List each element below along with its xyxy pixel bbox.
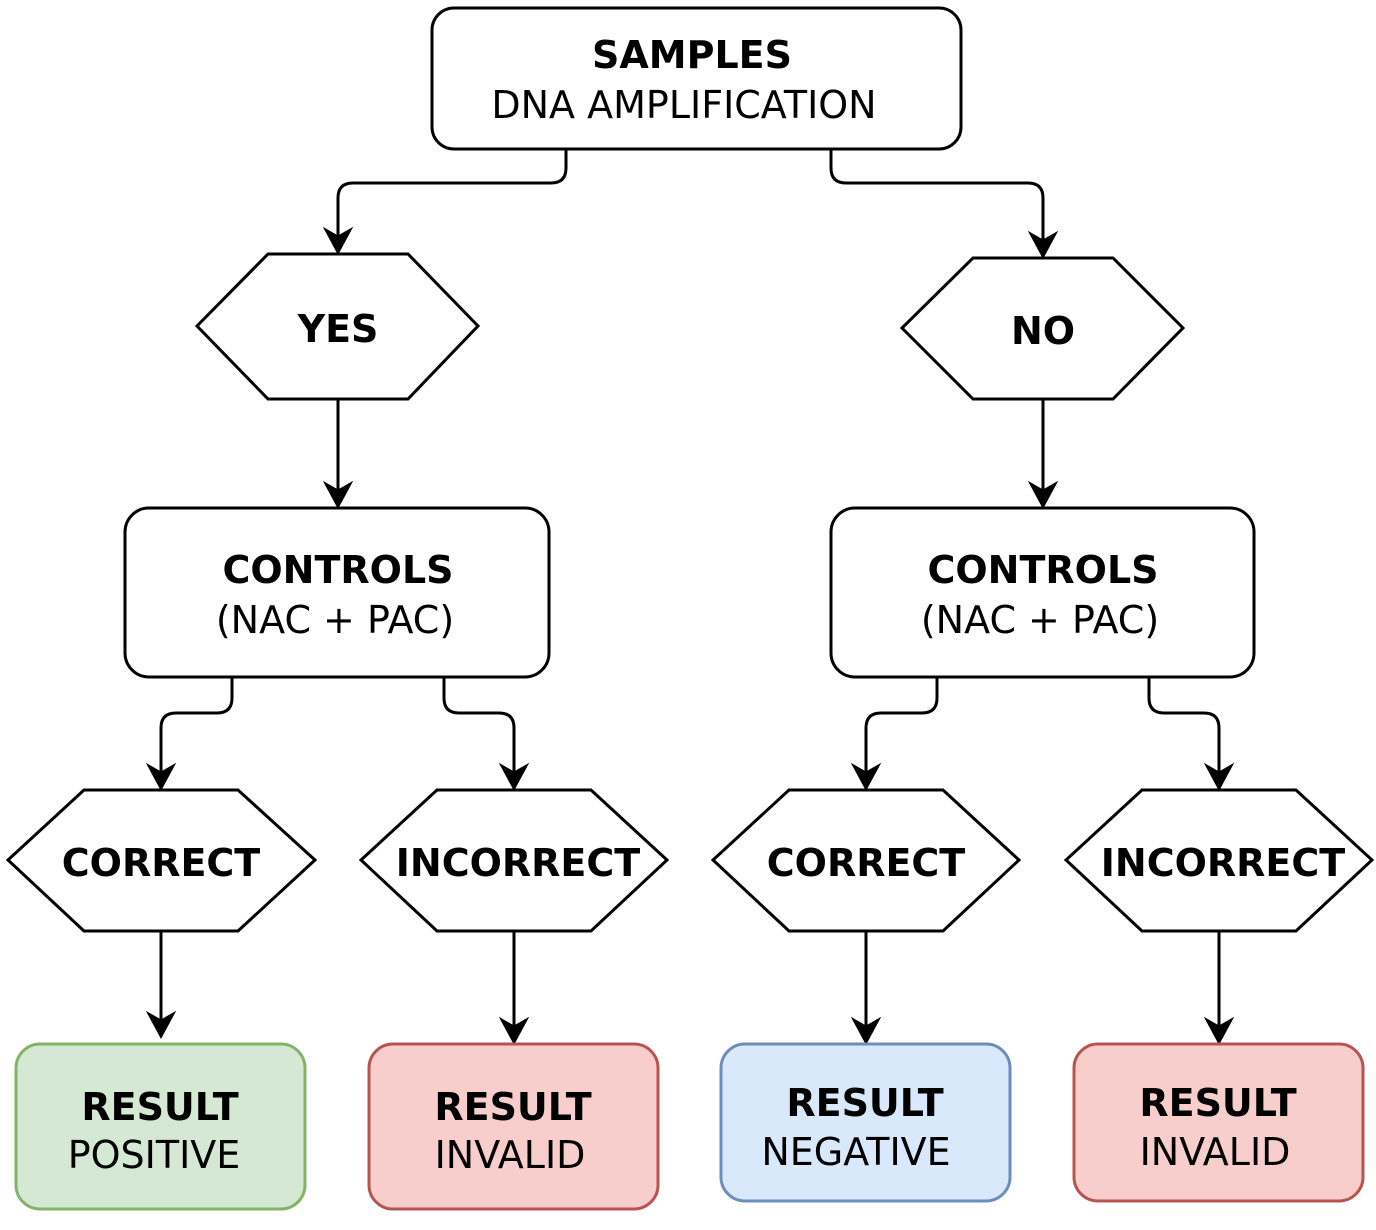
result-negative-title: RESULT [786,1081,943,1125]
arrowhead-correct-left [145,762,177,792]
incorrect-left-label: INCORRECT [396,841,641,885]
controls-left-title: CONTROLS [222,548,453,592]
arrowhead-result-invalid-right [1203,1016,1235,1046]
result-invalid-right-box [1072,1042,1365,1203]
yes-hexagon [194,252,481,401]
arrowhead-result-negative [850,1016,882,1046]
node-incorrect-left: INCORRECT [358,788,670,933]
node-no: NO [899,256,1186,401]
node-controls-right: CONTROLS (NAC + PAC) [829,506,1256,679]
result-invalid-right-title: RESULT [1139,1081,1296,1125]
node-incorrect-right: INCORRECT [1063,788,1375,933]
node-samples: SAMPLES DNA AMPLIFICATION [430,6,963,151]
correct-right-hexagon [710,788,1022,933]
controls-right-title: CONTROLS [927,548,1158,592]
arrowhead-correct-right [850,762,882,792]
result-positive-box [14,1042,307,1211]
incorrect-right-label: INCORRECT [1101,841,1346,885]
samples-title: SAMPLES [592,33,792,77]
correct-right-label: CORRECT [767,841,966,885]
node-result-invalid-left: RESULT INVALID [367,1042,660,1211]
result-invalid-right-subtitle: INVALID [1140,1130,1291,1174]
no-hexagon [899,256,1186,401]
result-negative-subtitle: NEGATIVE [761,1130,950,1174]
arrowhead-yes [322,226,354,256]
correct-left-label: CORRECT [62,841,261,885]
connector-controls-left-correct [159,678,234,776]
no-label: NO [1011,309,1075,353]
controls-right-box [829,506,1256,679]
arrowhead-incorrect-right [1203,762,1235,792]
node-correct-left: CORRECT [5,788,318,933]
result-invalid-left-subtitle: INVALID [435,1133,586,1177]
arrowhead-controls-left [322,480,354,510]
result-positive-title: RESULT [81,1085,238,1129]
samples-box [430,6,963,151]
samples-subtitle: DNA AMPLIFICATION [491,83,876,127]
node-yes: YES [194,252,481,401]
connector-samples-yes [336,150,568,240]
connector-controls-right-correct [864,678,939,776]
result-negative-box [719,1042,1012,1203]
arrowhead-result-invalid-left [498,1016,530,1046]
node-controls-left: CONTROLS (NAC + PAC) [123,506,551,679]
arrowhead-no [1027,230,1059,260]
node-correct-right: CORRECT [710,788,1022,933]
controls-left-box [123,506,551,679]
correct-left-hexagon [5,788,318,933]
arrowhead-incorrect-left [498,762,530,792]
arrowhead-result-positive [145,1010,177,1040]
controls-left-subtitle: (NAC + PAC) [216,598,454,642]
incorrect-left-hexagon [358,788,670,933]
result-invalid-left-title: RESULT [434,1085,591,1129]
node-result-positive: RESULT POSITIVE [14,1042,307,1211]
incorrect-right-hexagon [1063,788,1375,933]
connector-samples-no [829,150,1045,244]
result-positive-subtitle: POSITIVE [68,1133,241,1177]
controls-right-subtitle: (NAC + PAC) [921,598,1159,642]
connector-controls-left-incorrect [442,678,516,776]
node-result-invalid-right: RESULT INVALID [1072,1042,1365,1203]
arrowhead-controls-right [1027,480,1059,510]
node-result-negative: RESULT NEGATIVE [719,1042,1012,1203]
connectors [145,150,1235,1046]
yes-label: YES [297,307,379,351]
result-invalid-left-box [367,1042,660,1211]
connector-controls-right-incorrect [1147,678,1221,776]
